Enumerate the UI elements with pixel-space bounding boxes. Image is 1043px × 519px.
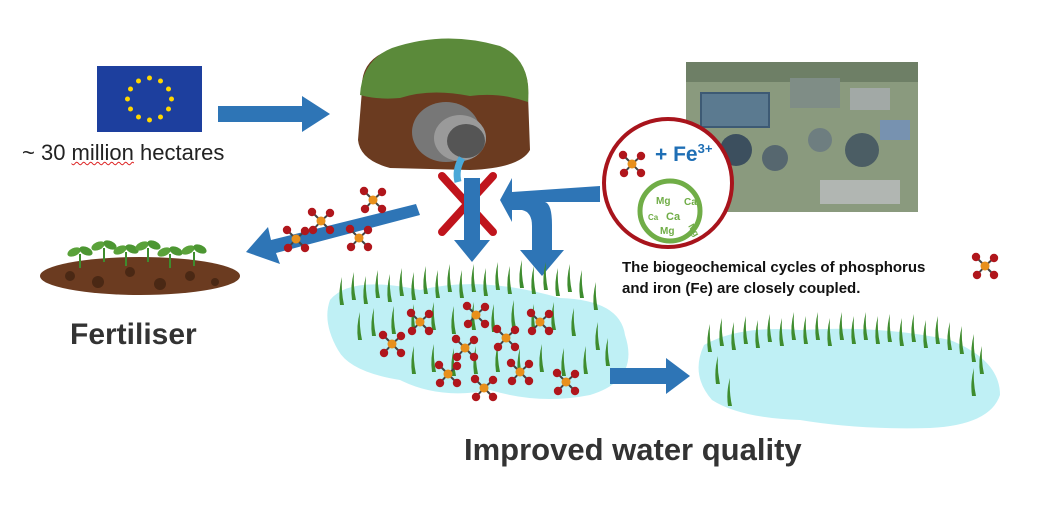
ion-ca-3: Ca <box>648 213 659 222</box>
ion-mg-1: Mg <box>656 196 670 207</box>
ion-ca-2: Ca <box>666 211 681 223</box>
eu-area-label: ~ 30 million hectares <box>22 140 224 166</box>
ion-ca-1: Ca <box>684 197 697 208</box>
seedlings-icon <box>40 237 240 295</box>
soil-drain-pipe-icon <box>358 38 530 183</box>
arrow-flag-to-drain <box>218 96 330 132</box>
cycle-note: The biogeochemical cycles of phosphorus … <box>622 257 925 299</box>
arrow-to-clean-pond <box>610 358 690 394</box>
iron-charge: 3+ <box>697 141 713 156</box>
iron-label: + Fe3+ <box>655 141 712 167</box>
arrow-drain-to-pond <box>454 178 490 262</box>
plant-treatment-photo <box>686 62 918 212</box>
cycle-note-line-2: and iron (Fe) are closely coupled. <box>622 280 861 297</box>
arrow-treatment-to-pond <box>500 178 600 276</box>
iron-binding-circle <box>602 117 734 249</box>
right-pond <box>698 328 1000 429</box>
fertiliser-label: Fertiliser <box>70 318 197 351</box>
phosphate-note-icon <box>970 251 1000 281</box>
cycle-note-line-1: The biogeochemical cycles of phosphorus <box>622 259 926 276</box>
eu-area-word-million: million <box>71 140 134 165</box>
eu-area-prefix: ~ 30 <box>22 140 72 165</box>
iron-label-text: + Fe <box>655 143 698 166</box>
eu-flag-icon <box>97 66 202 132</box>
water-quality-label: Improved water quality <box>464 432 802 467</box>
ion-mg-2: Mg <box>660 226 674 237</box>
eu-area-word-hectares: hectares <box>140 140 225 165</box>
